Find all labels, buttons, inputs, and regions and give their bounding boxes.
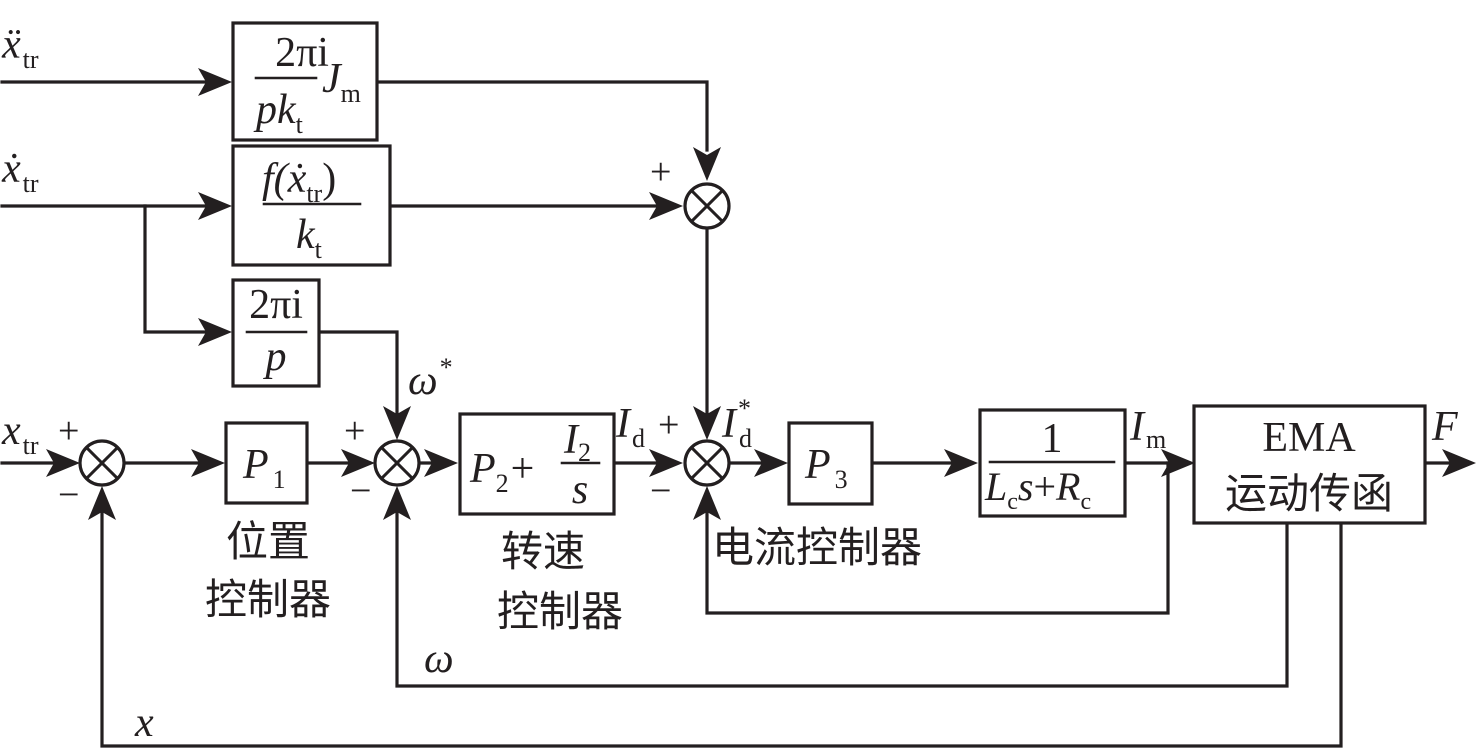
- svg-text:p: p: [263, 334, 287, 380]
- caption-speed-controller-line1: 转速: [501, 527, 585, 576]
- arrow-right-icon: [649, 192, 683, 220]
- label-im: Im: [1129, 404, 1166, 454]
- arrow-right-icon: [1161, 449, 1195, 477]
- wire-speed-ff-to-sum-speed: [317, 330, 399, 422]
- block-speed-controller: P2+ I2 s: [458, 412, 616, 516]
- sign-plus-speed: +: [344, 410, 365, 452]
- label-id-ref: I*d: [721, 394, 752, 453]
- svg-text:kt: kt: [296, 212, 323, 264]
- svg-text:2πi: 2πi: [275, 30, 329, 76]
- block-friction-feedforward: f(ẋtr) kt: [231, 144, 392, 267]
- svg-text:P2+: P2+: [469, 446, 534, 498]
- svg-text:f(ẋtr): f(ẋtr): [262, 156, 336, 208]
- wire-inertia-to-sum-ff: [375, 80, 709, 152]
- block-motor-electrical: 1 Lcs+Rc: [978, 408, 1127, 518]
- sign-plus-pos: +: [58, 410, 79, 452]
- sum-junction-current: [683, 439, 731, 487]
- arrow-down-icon: [383, 406, 411, 440]
- arrow-right-icon: [341, 449, 375, 477]
- label-accel-input: ẍtr: [1, 22, 39, 74]
- arrowheads: [46, 68, 1476, 520]
- svg-text:P3: P3: [804, 442, 848, 494]
- sum-junction-speed: [373, 439, 421, 487]
- arrow-right-icon: [424, 449, 458, 477]
- label-pos-input: xtr: [1, 408, 39, 460]
- svg-text:Jm: Jm: [322, 56, 361, 108]
- block-speed-feedforward: 2πi p: [231, 278, 321, 388]
- block-inertia-feedforward: 2πi pkt Jm: [231, 21, 379, 142]
- label-force-output: F: [1431, 404, 1458, 450]
- wire-vel-branch: [143, 204, 214, 334]
- arrow-up-icon: [88, 486, 116, 520]
- wire-speed-feedback: [395, 506, 1289, 688]
- svg-text:1: 1: [1042, 416, 1063, 462]
- arrow-right-icon: [754, 449, 788, 477]
- sign-minus-pos: −: [58, 474, 79, 516]
- arrow-right-icon: [1442, 449, 1476, 477]
- sign-plus-ff: +: [650, 151, 671, 193]
- svg-text:pkt: pkt: [253, 87, 304, 139]
- arrow-down-icon: [693, 406, 721, 440]
- arrow-right-icon: [191, 449, 225, 477]
- svg-text:Lcs+Rc: Lcs+Rc: [984, 464, 1091, 515]
- sign-minus-current: −: [650, 470, 671, 512]
- arrow-right-icon: [649, 449, 683, 477]
- svg-text:EMA: EMA: [1262, 415, 1356, 461]
- caption-current-controller: 电流控制器: [712, 523, 922, 572]
- arrow-right-icon: [198, 192, 232, 220]
- arrow-right-icon: [198, 318, 232, 346]
- caption-position-controller-line1: 位置: [226, 517, 310, 566]
- label-omega-ref: ω*: [408, 353, 453, 404]
- svg-text:P1: P1: [242, 442, 286, 494]
- svg-text:运动传函: 运动传函: [1225, 469, 1393, 518]
- svg-text:I2: I2: [563, 417, 591, 467]
- wire-current-feedback: [705, 461, 1170, 615]
- arrow-down-icon: [693, 147, 721, 181]
- arrow-up-icon: [383, 486, 411, 520]
- label-omega-feedback: ω: [424, 636, 454, 682]
- sign-plus-current: +: [658, 404, 679, 446]
- label-vel-input: ẋtr: [1, 146, 39, 198]
- arrow-right-icon: [198, 68, 232, 96]
- caption-speed-controller-line2: 控制器: [497, 587, 623, 636]
- signal-wires: [0, 80, 1457, 748]
- sign-minus-speed: −: [350, 470, 371, 512]
- arrow-up-icon: [693, 486, 721, 520]
- arrow-right-icon: [944, 449, 978, 477]
- block-ema-transfer: EMA 运动传函: [1192, 404, 1427, 525]
- caption-position-controller-line2: 控制器: [205, 575, 331, 624]
- sum-junction-position: [78, 439, 126, 487]
- svg-text:2πi: 2πi: [249, 282, 303, 328]
- label-x-feedback: x: [134, 700, 154, 746]
- label-id: Id: [615, 401, 645, 453]
- sum-junction-feedforward: [683, 182, 731, 230]
- arrow-right-icon: [46, 449, 80, 477]
- svg-text:s: s: [572, 467, 588, 513]
- wire-position-feedback: [100, 506, 1343, 748]
